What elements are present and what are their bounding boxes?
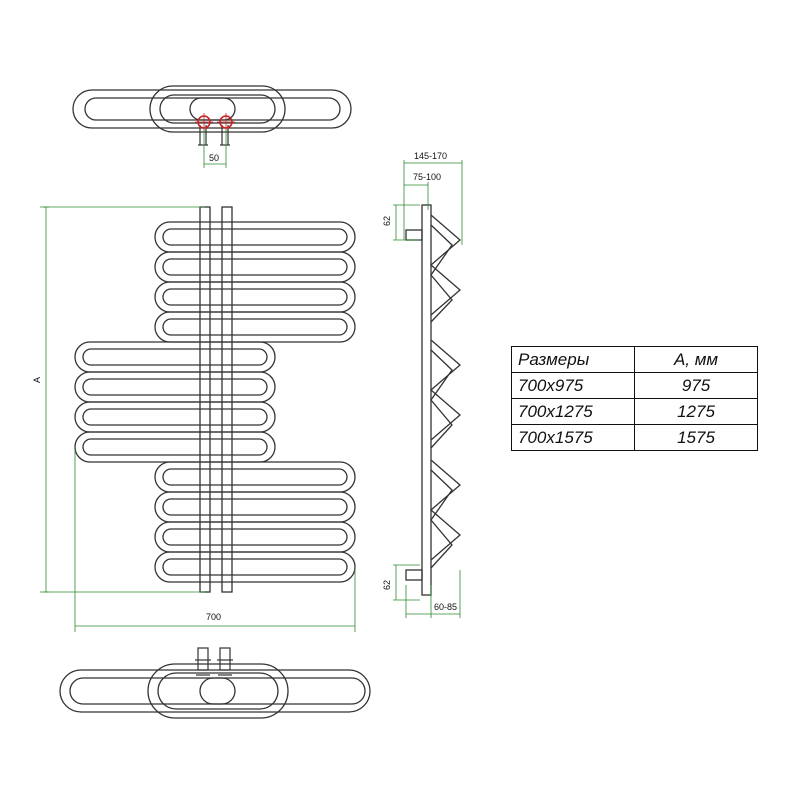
pipe-spacing-label: 50 <box>209 153 219 163</box>
a-value-cell: 1275 <box>634 398 758 425</box>
side-view-dimensions <box>393 160 463 618</box>
bracket-bottom-label: 62 <box>382 580 392 590</box>
a-value-cell: 975 <box>634 372 758 399</box>
width-label: 700 <box>206 612 221 622</box>
height-label: A <box>32 377 42 383</box>
connection-markers <box>195 113 235 131</box>
bottom-view <box>59 663 371 719</box>
height-dimension <box>40 206 205 593</box>
a-value-cell: 1575 <box>634 424 758 451</box>
size-cell: 700x1575 <box>511 424 635 451</box>
table-row: 700x1275 1275 <box>511 398 758 425</box>
wall-distance-label: 75-100 <box>413 172 441 182</box>
base-depth-label: 60-85 <box>434 602 457 612</box>
size-cell: 700x975 <box>511 372 635 399</box>
pipe-spacing-dimension <box>203 130 227 168</box>
table-row: 700x975 975 <box>511 372 758 399</box>
depth-total-label: 145-170 <box>414 151 447 161</box>
size-cell: 700x1275 <box>511 398 635 425</box>
bracket-top-label: 62 <box>382 216 392 226</box>
sizes-header-a-mm: A, мм <box>634 346 758 373</box>
bottom-view-connections <box>195 647 233 676</box>
side-view <box>405 204 461 596</box>
sizes-table: Размеры A, мм 700x975 975 700x1275 1275 … <box>511 346 758 451</box>
table-row: 700x1575 1575 <box>511 424 758 451</box>
width-dimension <box>74 450 356 632</box>
top-view <box>72 85 352 133</box>
front-view <box>74 206 356 593</box>
sizes-table-header-row: Размеры A, мм <box>511 346 758 373</box>
sizes-header-sizes: Размеры <box>511 346 635 373</box>
